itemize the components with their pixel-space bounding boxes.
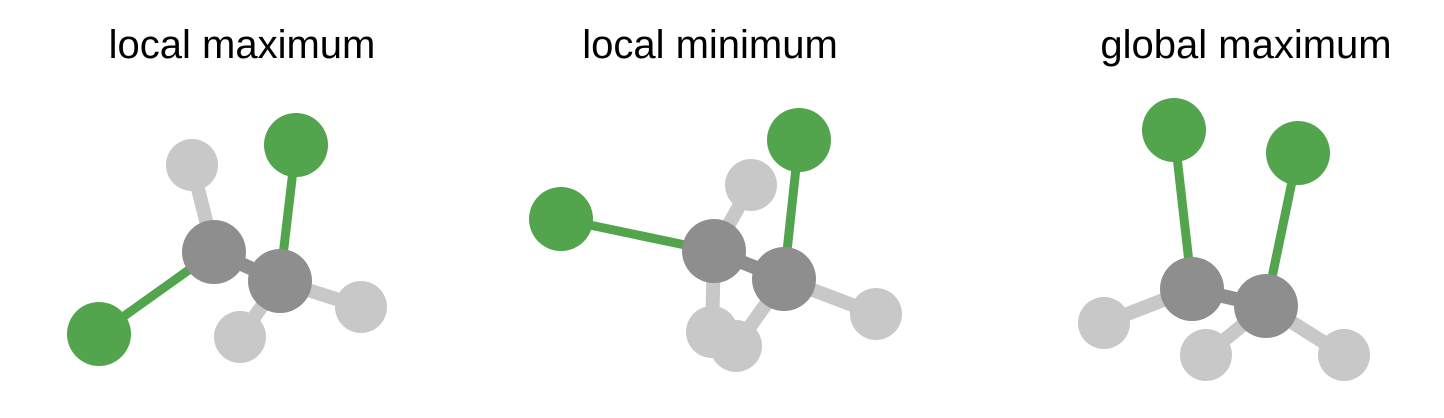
hydrogen-atom bbox=[335, 281, 387, 333]
halogen-atom bbox=[767, 108, 831, 172]
hydrogen-atom bbox=[710, 320, 762, 372]
hydrogen-atom bbox=[850, 288, 902, 340]
panel-local-minimum: local minimum bbox=[529, 23, 902, 372]
carbon-atom bbox=[248, 249, 312, 313]
halogen-atom bbox=[264, 113, 328, 177]
caption-global-maximum: global maximum bbox=[1100, 23, 1391, 67]
halogen-atom bbox=[529, 187, 593, 251]
carbon-atom bbox=[682, 219, 746, 283]
caption-local-maximum: local maximum bbox=[109, 23, 376, 67]
hydrogen-atom bbox=[166, 139, 218, 191]
halogen-atom bbox=[1266, 121, 1330, 185]
hydrogen-atom bbox=[1318, 329, 1370, 381]
carbon-atom bbox=[1234, 274, 1298, 338]
halogen-atom bbox=[67, 302, 131, 366]
hydrogen-atom bbox=[725, 159, 777, 211]
carbon-atom bbox=[752, 247, 816, 311]
hydrogen-atom bbox=[214, 311, 266, 363]
carbon-atom bbox=[1160, 257, 1224, 321]
halogen-atom bbox=[1142, 98, 1206, 162]
hydrogen-atom bbox=[1078, 297, 1130, 349]
caption-local-minimum: local minimum bbox=[582, 23, 838, 67]
panel-global-maximum: global maximum bbox=[1078, 23, 1392, 381]
carbon-atom bbox=[182, 220, 246, 284]
hydrogen-atom bbox=[1180, 329, 1232, 381]
panel-local-maximum: local maximum bbox=[67, 23, 387, 366]
